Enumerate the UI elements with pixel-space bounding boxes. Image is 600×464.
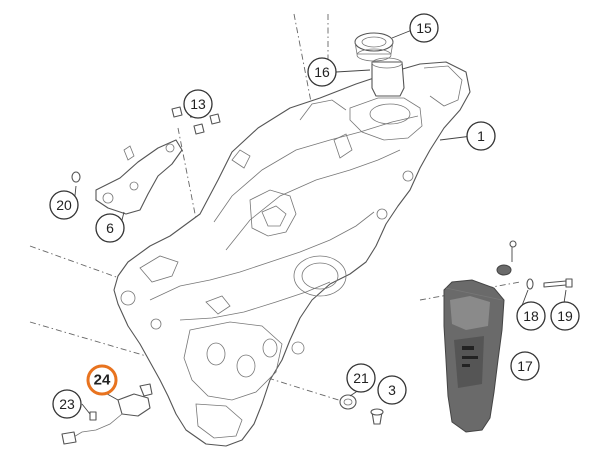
- callout-6: 6: [95, 213, 125, 243]
- callout-24-highlighted[interactable]: 24: [86, 364, 118, 396]
- callout-23: 23: [52, 389, 82, 419]
- callout-markers: 1 3 6 13 15 16 17 18: [49, 13, 580, 419]
- callout-20-label: 20: [56, 197, 72, 213]
- rubber-buffer-part-21: [339, 394, 357, 410]
- callout-6-label: 6: [106, 220, 114, 236]
- bolt-part-3: [370, 408, 384, 425]
- screw-part-20: [71, 171, 81, 183]
- screw-part-23: [89, 411, 97, 421]
- bracket-part-6: [95, 139, 183, 215]
- callout-21-label: 21: [353, 370, 369, 386]
- callout-19: 19: [550, 301, 580, 331]
- callout-18-label: 18: [523, 308, 539, 324]
- callout-20: 20: [49, 190, 79, 220]
- callout-16: 16: [307, 57, 337, 87]
- filler-neck-part-15: [354, 32, 394, 62]
- callout-21: 21: [346, 363, 376, 393]
- callout-19-label: 19: [557, 308, 573, 324]
- screw-part-19: [543, 278, 573, 288]
- callout-17: 17: [510, 351, 540, 381]
- rubber-grommet-part: [496, 240, 517, 276]
- fuel-pump-part-16: [371, 57, 405, 97]
- callout-13-label: 13: [190, 96, 206, 112]
- callout-15-label: 15: [416, 20, 432, 36]
- main-frame-part-1: [113, 61, 471, 447]
- sensor-part-24: [61, 383, 153, 445]
- callout-13: 13: [183, 89, 213, 119]
- callout-15: 15: [409, 13, 439, 43]
- callout-17-label: 17: [517, 358, 533, 374]
- washer-part-18: [526, 278, 534, 290]
- nuts-part-13: [171, 106, 221, 135]
- side-cover-part-17: [443, 279, 505, 433]
- callout-23-label: 23: [59, 396, 75, 412]
- callout-3: 3: [377, 375, 407, 405]
- callout-3-label: 3: [388, 382, 396, 398]
- callout-16-label: 16: [314, 64, 330, 80]
- callout-18: 18: [516, 301, 546, 331]
- callout-24-label: 24: [94, 372, 111, 389]
- callout-1: 1: [466, 121, 496, 151]
- callout-1-label: 1: [477, 128, 485, 144]
